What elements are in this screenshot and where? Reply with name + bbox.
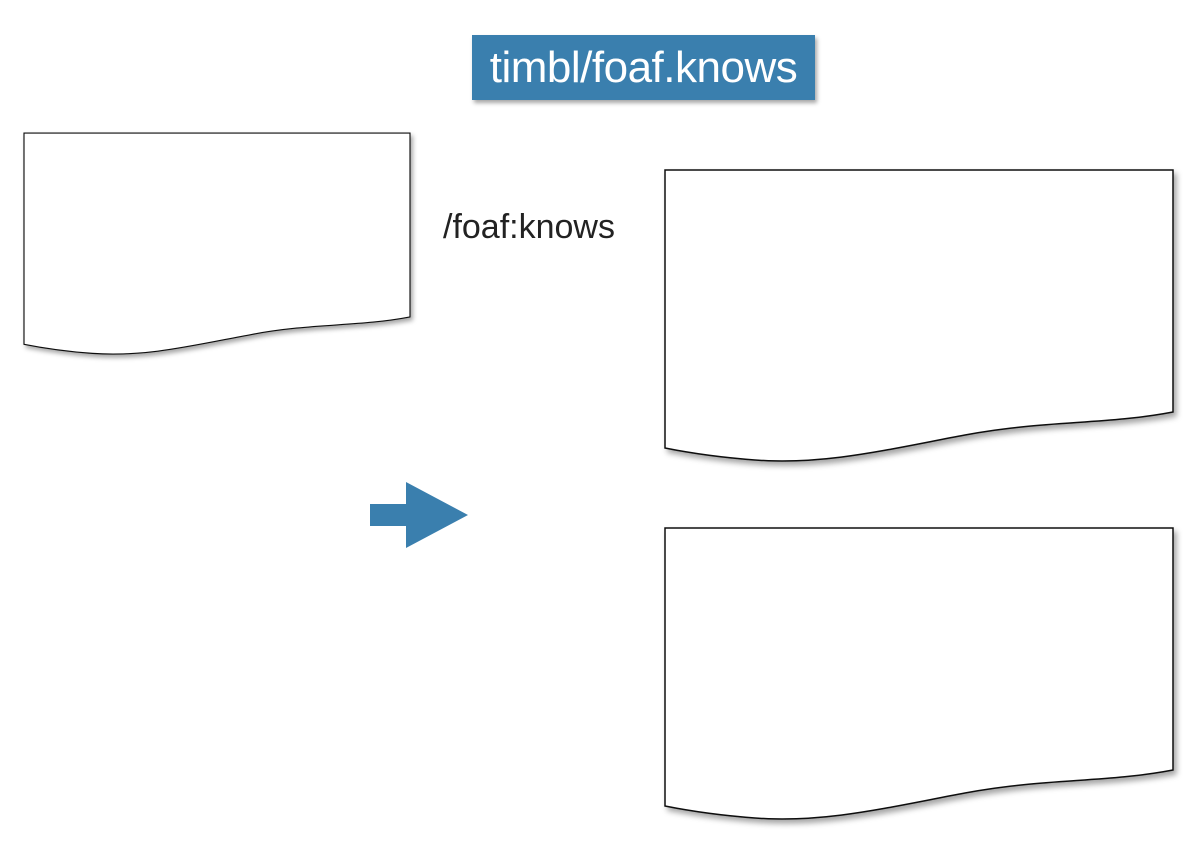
result-document-1: timbl:i foaf:name Tim foaf:knows foaf:na… xyxy=(664,169,1174,462)
document-page: timbl:i foaf:name Tim foaf:knows foaf:na… xyxy=(23,132,411,355)
result-document-2: timbl:i foaf:name Tim foaf:knows foaf:na… xyxy=(664,527,1174,820)
operation-label: /foaf:knows xyxy=(443,208,615,246)
right-arrow-icon xyxy=(370,482,468,548)
arrow-shape xyxy=(370,482,468,548)
document-page: timbl:i foaf:name Tim foaf:knows foaf:na… xyxy=(664,169,1174,462)
document-page: timbl:i foaf:name Tim foaf:knows foaf:na… xyxy=(664,527,1174,820)
slide-title: timbl/foaf.knows xyxy=(472,35,815,100)
source-document: timbl:i foaf:name Tim foaf:knows foaf:na… xyxy=(23,132,411,355)
